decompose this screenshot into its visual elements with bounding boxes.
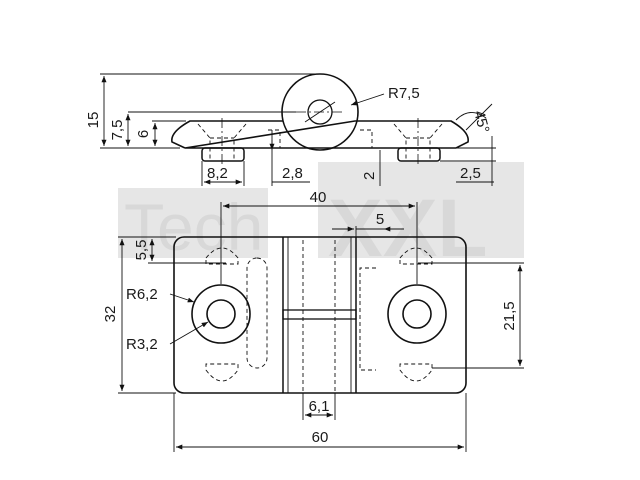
label-height-mid: 7,5 [109,120,126,141]
leader-radius-knuckle [350,93,385,106]
leader-hole-radius [169,321,209,345]
counterbore-bottom-left [205,363,239,382]
slot-right [359,267,376,371]
watermark-text-left: Tech [124,190,263,264]
watermark-box-right [318,162,524,258]
angle-leader [465,103,493,131]
top-view-countersink-left [197,123,247,160]
top-view: 15 7,5 6 R7,5 45° 8,2 2,8 2 2,5 [85,73,496,186]
label-width-total: 60 [312,429,329,446]
slot-left [246,257,268,369]
label-offset: 2,8 [282,165,303,182]
label-boss-radius: R6,2 [126,286,158,303]
label-width-inner: 40 [310,189,327,206]
top-view-pin-hatch [304,101,336,123]
counterbore-bottom-right [399,363,433,382]
label-knuckle-width: 6,1 [309,398,330,415]
pin-hidden [302,240,336,393]
label-hole-height: 21,5 [501,301,518,330]
leader-boss-radius [169,293,195,303]
label-hole-radius: R3,2 [126,336,158,353]
hole-right [402,299,432,329]
label-pin-width: 5 [376,211,384,228]
top-view-boss-left [201,147,245,162]
hole-left [206,299,236,329]
watermark: Tech XXL [118,162,524,274]
label-height-plate: 6 [135,130,152,138]
knuckle-split [282,309,357,320]
top-view-boss-right [397,147,441,162]
label-edge-offset: 5,5 [133,240,150,261]
label-radius-knuckle: R7,5 [388,85,420,102]
top-view-plate-outline [171,120,469,149]
label-height-total-front: 32 [102,306,119,323]
front-view: 40 5 5,5 32 R6,2 R3,2 21,5 6,1 [102,189,524,452]
top-view-countersink-right [393,123,443,160]
label-height-total: 15 [85,112,102,129]
label-step-right: 2,5 [460,165,481,182]
angle-arc [455,112,487,121]
boss-left [191,284,251,344]
label-counterbore: 8,2 [207,165,228,182]
label-step: 2 [361,172,378,180]
label-angle: 45° [470,109,492,135]
watermark-box-left [118,188,268,258]
boss-right [387,284,447,344]
front-view-plate-outline [173,236,467,394]
watermark-text-right: XXL [328,183,487,274]
counterbore-top-left [205,247,239,265]
